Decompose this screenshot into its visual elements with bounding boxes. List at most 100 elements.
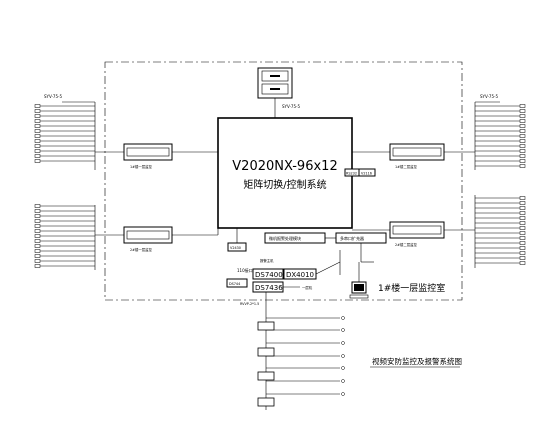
- camera-icon: [519, 206, 526, 210]
- camera-icon: [34, 124, 41, 128]
- camera-icon: [34, 229, 41, 233]
- camera-icon: [34, 159, 41, 163]
- detector-icon: [341, 341, 345, 345]
- right-camera-bundle-bottom: [444, 195, 476, 268]
- camera-icon: [519, 256, 526, 260]
- camera-icon: [34, 129, 41, 133]
- camera-icon: [519, 144, 526, 148]
- camera-icon: [519, 241, 526, 245]
- line-label: 一层机: [302, 285, 313, 290]
- camera-icon: [34, 109, 41, 113]
- right-camera-bundle-top: [444, 101, 500, 170]
- video-alarm-label: 微机报警处理模块: [269, 235, 301, 241]
- camera-icon: [34, 209, 41, 213]
- camera-icon: [34, 119, 41, 123]
- room-label: 1#楼一层监控室: [378, 282, 445, 294]
- camera-icon: [34, 259, 41, 263]
- ds7400-label: DS7400: [255, 271, 283, 279]
- camera-icon: [34, 139, 41, 143]
- v2430-label: V2430: [230, 246, 241, 250]
- camera-icon: [34, 204, 41, 208]
- right-top-cable-label: SYV-75-5: [480, 94, 498, 99]
- workstation-icon: [349, 281, 369, 299]
- right-camera-rows: [475, 104, 526, 265]
- ds744-label: DS744: [229, 282, 240, 286]
- camera-icon: [519, 114, 526, 118]
- camera-icon: [519, 119, 526, 123]
- left-top-cable-label: SYV-75-5: [44, 94, 62, 99]
- camera-icon: [519, 261, 526, 265]
- left-device-1: [123, 143, 218, 161]
- camera-icon: [519, 236, 526, 240]
- top-monitor-cable-label: SYV-75-5: [282, 104, 300, 109]
- ds744-box: [226, 278, 248, 288]
- detector-icon: [341, 316, 345, 320]
- camera-icon: [519, 221, 526, 225]
- zone-expander-box: [257, 347, 275, 357]
- dx4010-label: DX4010: [286, 271, 314, 279]
- camera-icon: [519, 149, 526, 153]
- camera-icon: [519, 139, 526, 143]
- left-device-2-label: 2#楼一层监控: [130, 247, 153, 252]
- camera-icon: [34, 214, 41, 218]
- v2116-label: V2116: [361, 172, 372, 176]
- camera-icon: [34, 249, 41, 253]
- camera-icon: [519, 196, 526, 200]
- ds7400-box: [252, 268, 284, 280]
- port-110-label: 110接口: [237, 267, 253, 273]
- camera-icon: [34, 224, 41, 228]
- matrix-subtitle: 矩阵切换/控制系统: [243, 178, 326, 191]
- right-device-1-label: 1#楼二层监控: [395, 164, 418, 169]
- camera-icon: [34, 219, 41, 223]
- left-device-1-label: 1#楼一层监控: [130, 164, 153, 169]
- right-device-2: [352, 221, 445, 239]
- camera-icon: [519, 231, 526, 235]
- bus-label: RVVP-2*1.5: [240, 302, 259, 306]
- matrix-model: V2020NX-96x12: [232, 159, 337, 174]
- camera-icon: [519, 246, 526, 250]
- camera-icon: [519, 109, 526, 113]
- camera-icon: [519, 124, 526, 128]
- bottom-zone-rows: [257, 316, 345, 407]
- monitor-icon: [257, 67, 293, 118]
- detector-icon: [341, 328, 345, 332]
- detector-icon: [341, 379, 345, 383]
- camera-icon: [519, 211, 526, 215]
- camera-icon: [519, 226, 526, 230]
- left-camera-rows: [34, 104, 95, 268]
- alarm-host-label: 报警主机: [260, 258, 274, 263]
- camera-icon: [34, 114, 41, 118]
- camera-icon: [519, 164, 526, 168]
- camera-icon: [34, 244, 41, 248]
- title-block: 视频安防监控及报警系统图: [372, 356, 462, 366]
- camera-icon: [519, 251, 526, 255]
- zone-expander-box: [257, 321, 275, 331]
- camera-icon: [34, 234, 41, 238]
- camera-icon: [34, 264, 41, 268]
- camera-icon: [519, 159, 526, 163]
- camera-icon: [519, 216, 526, 220]
- v2116-port: [358, 168, 376, 177]
- camera-icon: [519, 154, 526, 158]
- rs232-label: RS232: [346, 172, 357, 176]
- camera-icon: [34, 144, 41, 148]
- ds7436-label: DS7436: [255, 284, 283, 292]
- zone-expander-box: [257, 397, 275, 407]
- camera-icon: [519, 104, 526, 108]
- right-device-1: [352, 143, 445, 161]
- left-device-2: [123, 226, 219, 244]
- camera-icon: [34, 154, 41, 158]
- camera-icon: [34, 104, 41, 108]
- camera-icon: [34, 254, 41, 258]
- camera-icon: [34, 149, 41, 153]
- detector-icon: [341, 354, 345, 358]
- detector-icon: [341, 366, 345, 370]
- camera-icon: [519, 201, 526, 205]
- camera-icon: [34, 134, 41, 138]
- zone-expander-box: [257, 371, 275, 381]
- left-camera-bundle-bottom: [94, 205, 124, 270]
- detector-icon: [341, 392, 345, 396]
- right-device-2-label: 2#楼二层监控: [395, 242, 418, 247]
- camera-icon: [34, 239, 41, 243]
